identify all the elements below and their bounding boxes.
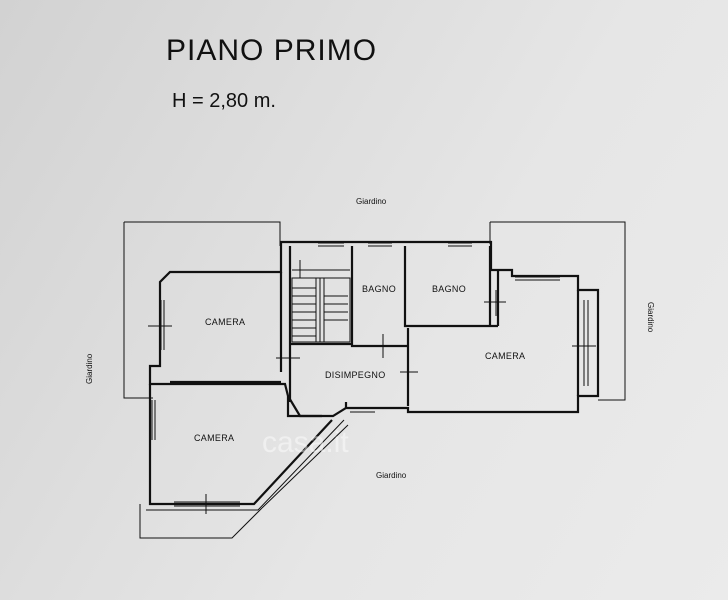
- room-bagno-1: BAGNO: [362, 284, 396, 294]
- right-terrace-outline: [489, 221, 626, 401]
- garden-label-left: Giardino: [85, 353, 94, 384]
- left-terrace-outline: [123, 221, 281, 539]
- diagonal-wing-outline: [146, 419, 349, 511]
- garden-label-right: Giardino: [646, 302, 655, 333]
- garden-label-top: Giardino: [356, 197, 387, 206]
- staircase-frame: [291, 277, 351, 343]
- room-camera-left-top: CAMERA: [205, 317, 245, 327]
- exterior-walls: [148, 240, 600, 418]
- door-marks: [148, 290, 596, 514]
- lower-bedroom-walls: [148, 384, 333, 506]
- staircase: [291, 260, 351, 343]
- watermark: casa.it: [262, 426, 349, 459]
- plan-title: PIANO PRIMO: [166, 34, 378, 67]
- room-disimpegno: DISIMPEGNO: [325, 370, 386, 380]
- windows: [151, 242, 589, 507]
- room-camera-left-bottom: CAMERA: [194, 433, 234, 443]
- room-camera-right: CAMERA: [485, 351, 525, 361]
- ceiling-height-label: H = 2,80 m.: [172, 90, 276, 112]
- room-bagno-2: BAGNO: [432, 284, 466, 294]
- garden-label-bottom: Giardino: [376, 471, 407, 480]
